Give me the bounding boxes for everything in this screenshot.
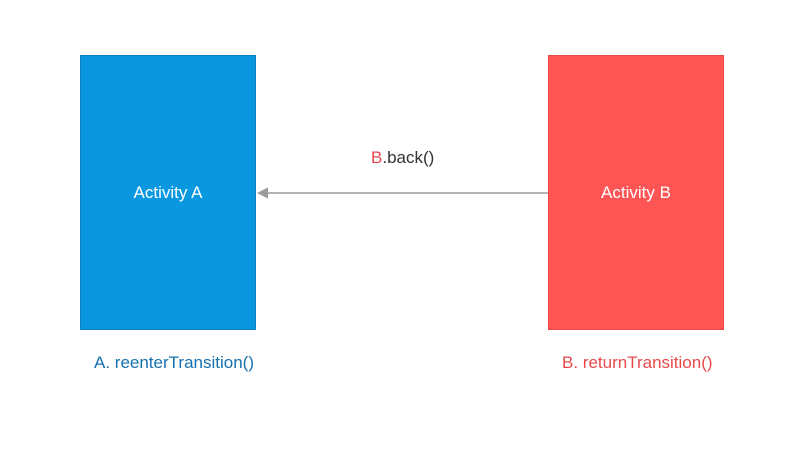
activity-b-caption: B. returnTransition() [562, 353, 713, 372]
activity-b-label: Activity B [601, 182, 671, 202]
activity-a-caption: A. reenterTransition() [94, 353, 254, 372]
activity-a-label: Activity A [133, 182, 203, 202]
back-arrow-head [257, 187, 268, 199]
activity-a-box: Activity A [80, 55, 256, 330]
back-arrow-label-prefix: B [371, 148, 383, 167]
back-arrow-label: B.back() [371, 148, 434, 168]
back-arrow-label-suffix: .back() [382, 148, 435, 167]
activity-b-box: Activity B [548, 55, 724, 330]
